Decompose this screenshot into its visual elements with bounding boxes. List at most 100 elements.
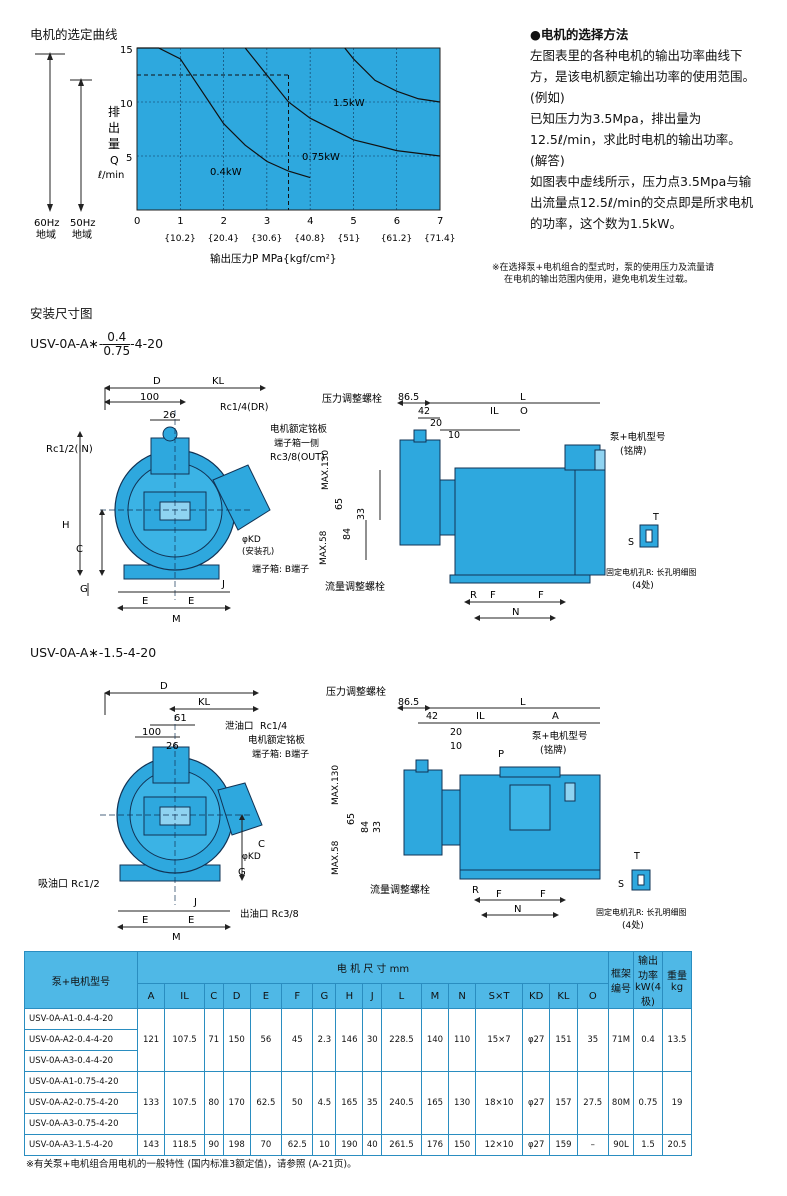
port-rc14: Rc1/4 [260, 721, 287, 732]
th-col: H [335, 983, 364, 1009]
th-col: G [312, 983, 337, 1009]
cell-value: 261.5 [381, 1134, 422, 1156]
th-col: C [203, 983, 224, 1009]
dim-L: L [520, 697, 526, 708]
dim-A: A [552, 711, 559, 722]
th-frame: 框架编号 [608, 951, 634, 1009]
dim-E-right: E [188, 596, 194, 607]
dim-42: 42 [418, 406, 430, 417]
th-model: 泵+电机型号 [24, 951, 138, 1009]
th-col: KD [521, 983, 551, 1009]
dim-H: H [62, 520, 70, 531]
xtick-kgf: {71.4} [424, 234, 456, 244]
port-rc14: Rc1/4(DR) [220, 402, 268, 413]
cell-model: USV-0A-A1-0.75-4-20 [24, 1071, 138, 1093]
cell-model: USV-0A-A1-0.4-4-20 [24, 1008, 138, 1030]
terminal-box-b: 端子箱: B端子 [252, 563, 309, 575]
chart-title: 电机的选定曲线 [30, 27, 118, 42]
curve-0.4kW [137, 47, 311, 179]
cell-value: 0.75 [633, 1071, 663, 1135]
dim-F-right: F [540, 889, 546, 900]
th-col: F [281, 983, 314, 1009]
port-rc12-in: Rc1/2(IN) [46, 444, 93, 455]
th-col: N [448, 983, 477, 1009]
dim-M: M [172, 614, 181, 625]
dim-max130: MAX.130 [321, 450, 331, 490]
cell-value: 71M [608, 1008, 634, 1072]
cell-value: 80 [203, 1071, 224, 1135]
dim-26: 26 [163, 410, 176, 421]
th-power: 输出功率kW(4极) [633, 951, 663, 1009]
dim-86.5: 86.5 [398, 392, 419, 403]
cell-value: 19 [662, 1071, 692, 1135]
dim-J: J [221, 579, 225, 590]
dim-G: G [80, 584, 88, 595]
th-col: S×T [475, 983, 523, 1009]
model1-kw-top: 0.4 [103, 331, 131, 345]
curve-label-0.4kW: 0.4kW [210, 167, 242, 178]
th-dims: 电 机 尺 寸 mm [137, 950, 609, 985]
xtick-kgf: {20.4} [208, 234, 240, 244]
xtick-kgf: {30.6} [251, 234, 283, 244]
dim-33: 33 [356, 508, 367, 520]
th-col: KL [549, 983, 578, 1009]
th-col: IL [164, 983, 205, 1009]
hz-arrows [35, 52, 92, 212]
xtick-3: 3 [264, 216, 270, 227]
drawing-model-1: D KL 100 26 Rc1/4(DR) Rc1/2(IN) 电机额定铭板 端… [46, 376, 697, 625]
mount-hole: (安装孔) [242, 546, 274, 557]
cell-value: 240.5 [381, 1071, 422, 1135]
th-col: D [222, 983, 251, 1009]
ylabel-unit: ℓ/min [98, 170, 124, 181]
th-col: J [362, 983, 383, 1009]
cell-model: USV-0A-A3-0.75-4-20 [24, 1113, 138, 1135]
port-rc38-out: Rc3/8(OUT) [270, 452, 325, 463]
hz50-line1: 50Hz [70, 218, 96, 229]
dim-33: 33 [372, 821, 383, 833]
xtick-kgf: {51} [337, 234, 360, 244]
cell-model: USV-0A-A3-1.5-4-20 [24, 1134, 138, 1156]
dim-F-left: F [496, 889, 502, 900]
dim-84: 84 [342, 528, 353, 540]
cell-value: 143 [136, 1134, 166, 1156]
cell-value: 159 [549, 1134, 578, 1156]
dim-S: S [628, 537, 634, 548]
dim-KL: KL [198, 697, 211, 708]
dim-max58: MAX.58 [331, 840, 341, 875]
th-weight: 重量kg [662, 951, 692, 1009]
xtick-kgf: {10.2} [164, 234, 196, 244]
cell-value: 71 [203, 1008, 224, 1072]
dim-O: O [520, 406, 528, 417]
cell-value: 107.5 [164, 1008, 205, 1072]
pressure-bolt: 压力调整螺栓 [326, 685, 386, 698]
cell-value: 90 [203, 1134, 224, 1156]
dim-100: 100 [140, 392, 159, 403]
ylabel-q: Q [110, 154, 119, 167]
x-axis-label: 输出压力P MPa{kgf/cm²} [210, 252, 337, 265]
pump-model-label: 泵+电机型号 [532, 730, 587, 742]
cell-value: 107.5 [164, 1071, 205, 1135]
ylabel-char-3: 量 [108, 137, 120, 151]
install-title: 安装尺寸图 [30, 306, 93, 321]
cell-value: 45 [281, 1008, 314, 1072]
pump-model-label: 泵+电机型号 [610, 431, 665, 443]
dim-D: D [160, 681, 168, 692]
cell-value: 13.5 [662, 1008, 692, 1072]
cell-value: 0.4 [633, 1008, 663, 1072]
cell-value: 70 [249, 1134, 283, 1156]
cell-value: 133 [136, 1071, 166, 1135]
terminal-box-side: 端子箱一侧 [274, 437, 319, 449]
dim-84: 84 [360, 821, 371, 833]
four-places: (4处) [622, 919, 644, 931]
four-places: (4处) [632, 579, 654, 591]
cell-value: 130 [448, 1071, 477, 1135]
cell-value: 80M [608, 1071, 634, 1135]
dim-max58: MAX.58 [319, 530, 329, 565]
flow-bolt: 流量调整螺栓 [325, 580, 385, 593]
cell-value: 20.5 [662, 1134, 692, 1156]
